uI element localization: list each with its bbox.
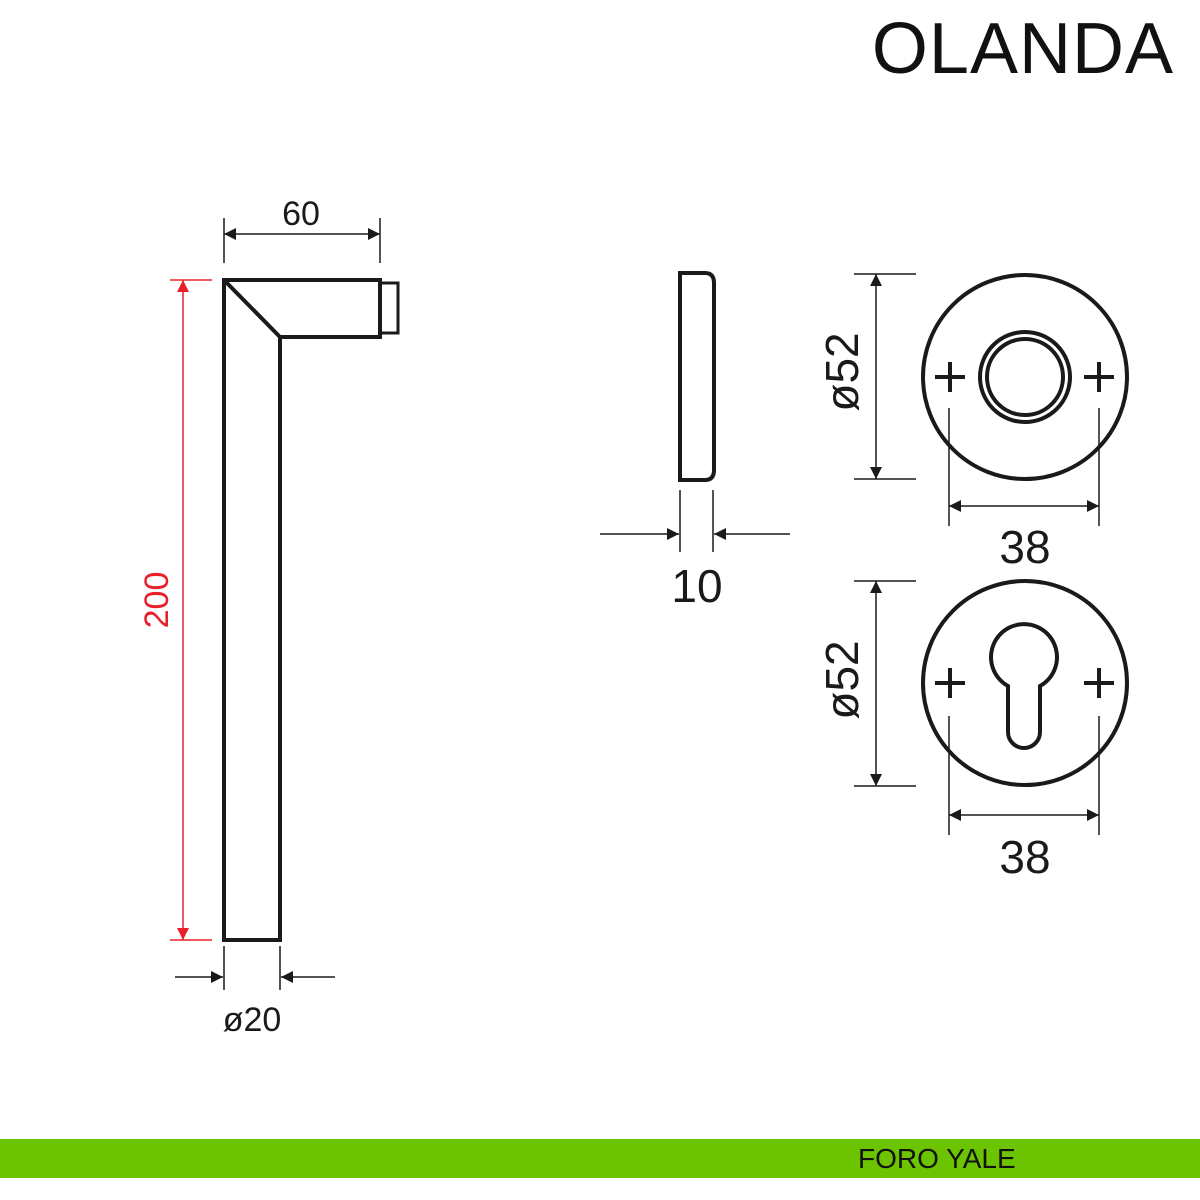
- euro-profile-escutcheon: [921, 579, 1129, 787]
- dimension-label-60: 60: [282, 195, 320, 233]
- dimension-label-52-bottom: ø52: [816, 640, 868, 719]
- dimension-label-38-bottom: 38: [999, 831, 1050, 883]
- dimension-label-20: ø20: [223, 1001, 282, 1039]
- dimension-handle-length: [170, 279, 212, 941]
- dimension-handle-projection: [223, 218, 381, 263]
- footer-brand: FORO YALE: [858, 1143, 1016, 1174]
- dimension-handle-diameter: [175, 946, 335, 990]
- dimension-label-200: 200: [138, 572, 176, 629]
- rose-side-view: [678, 271, 716, 482]
- dimension-label-52-top: ø52: [816, 332, 868, 411]
- footer-bar: FORO YALE: [0, 1139, 1200, 1178]
- round-rose: [921, 273, 1129, 481]
- product-title: OLANDA: [871, 9, 1174, 89]
- dimension-rose-diameter-2: [854, 580, 1100, 835]
- dimension-rose-thickness: [600, 490, 790, 552]
- dimension-rose-diameter-1: [854, 273, 1100, 526]
- dimension-label-38-top: 38: [999, 521, 1050, 573]
- lever-handle: [222, 278, 400, 942]
- dimension-label-10: 10: [671, 560, 722, 612]
